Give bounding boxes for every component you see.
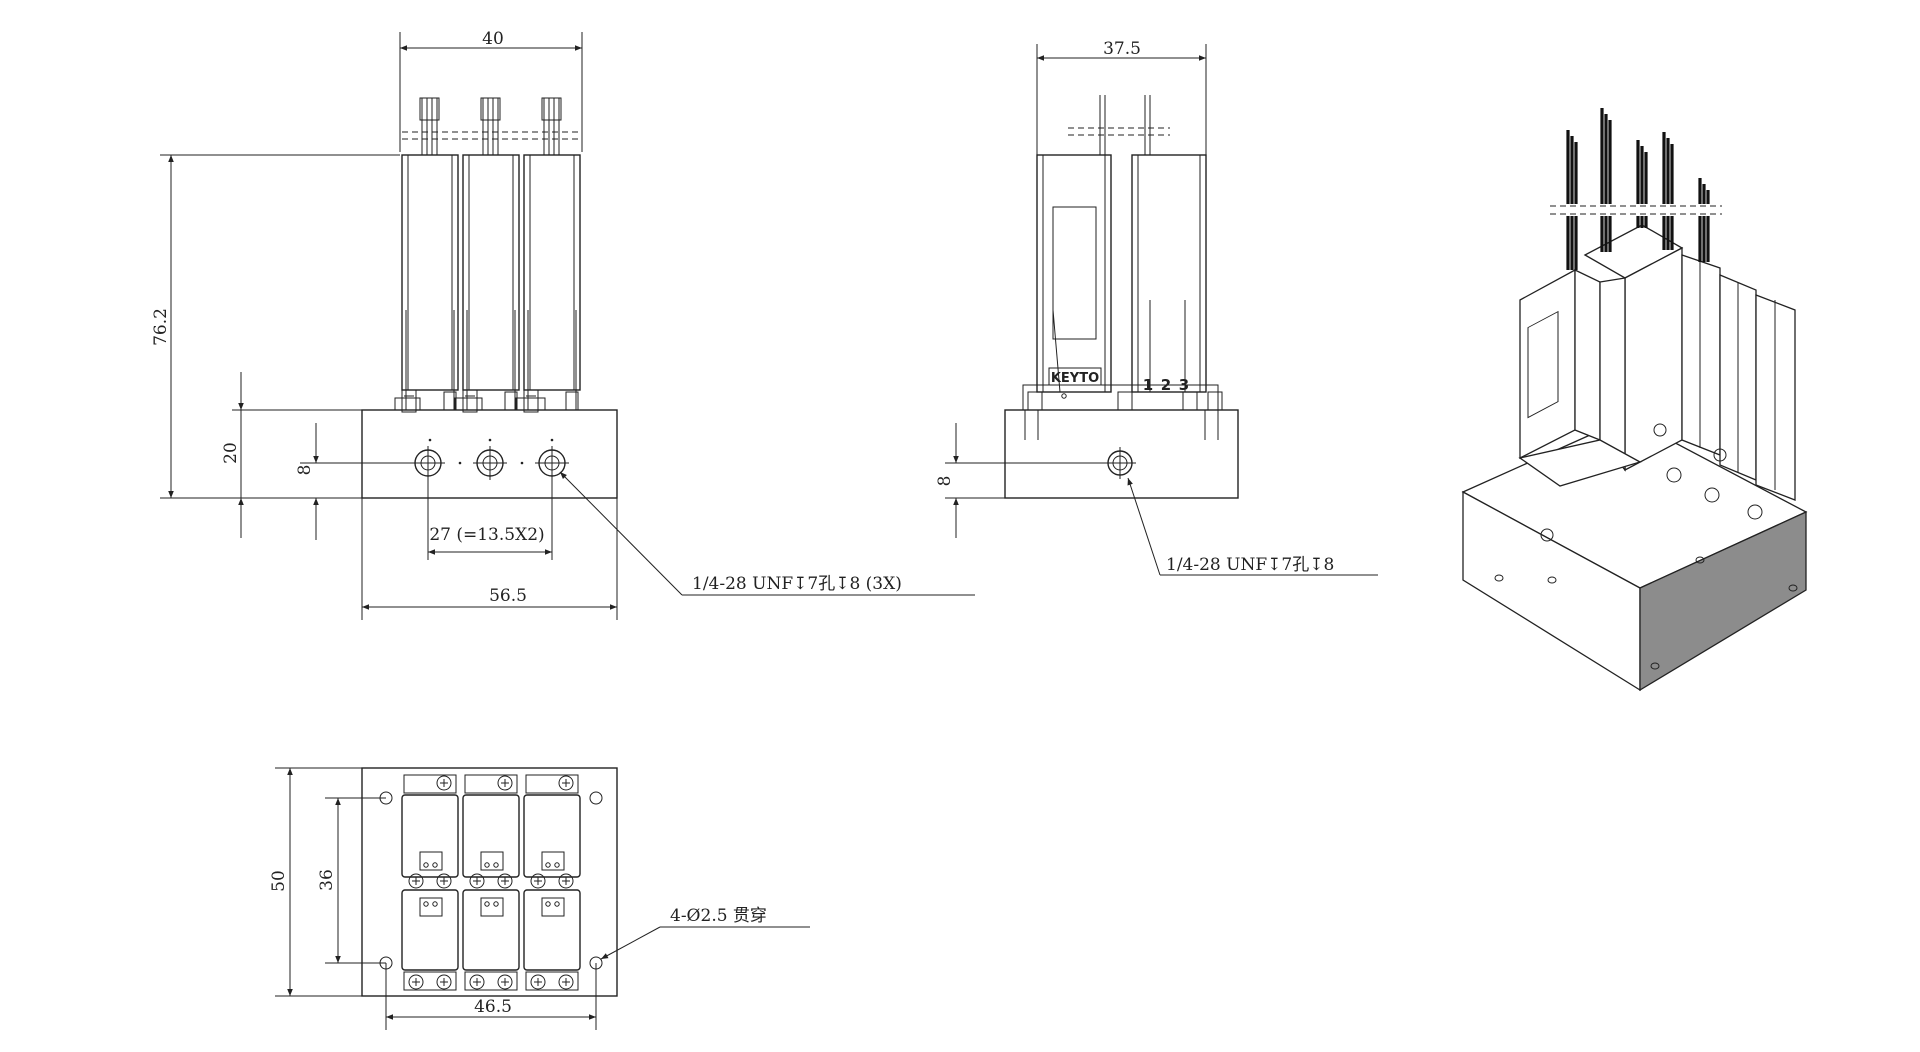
front-view: 40 76.2 20 8 27 (=13.5X2) 56.5 1/4-28 UN… [151, 29, 975, 620]
side-port-callout: 1/4-28 UNF↧7孔↧8 [1166, 555, 1334, 575]
top-valve-cell [401, 794, 459, 878]
top-valve-cell [523, 794, 581, 878]
front-valve-body [462, 154, 520, 391]
dim-front-width-40: 40 [482, 29, 504, 49]
dim-top-holes-36: 36 [317, 869, 337, 891]
front-valve-body [523, 154, 581, 391]
front-port-holes [411, 446, 569, 480]
top-valve-grid [401, 774, 581, 991]
dim-front-base-20: 20 [221, 442, 241, 464]
top-valve-cell [462, 889, 520, 971]
top-base-plate [361, 767, 618, 997]
top-view: 50 36 46.5 4-Ø2.5 贯穿 [269, 767, 810, 1030]
port-number-2: 2 [1161, 376, 1171, 394]
hole-callout: 4-Ø2.5 贯穿 [670, 906, 767, 926]
iso-base-shaded-face [1639, 510, 1807, 692]
top-valve-cell [523, 889, 581, 971]
dim-side-port-8: 8 [935, 476, 955, 487]
port-number-1: 1 [1143, 376, 1153, 394]
port-number-3: 3 [1179, 376, 1189, 394]
through-hole-tr [589, 791, 603, 805]
top-valve-cell [401, 889, 459, 971]
front-valve-body [401, 154, 459, 391]
front-port-callout: 1/4-28 UNF↧7孔↧8 (3X) [692, 574, 902, 594]
front-base-block [361, 409, 618, 499]
dim-front-height-76-2: 76.2 [151, 308, 171, 346]
brand-label: KEYTO [1051, 371, 1099, 386]
dim-front-port-spacing: 27 (=13.5X2) [429, 525, 544, 545]
dim-top-width-46-5: 46.5 [474, 997, 512, 1017]
side-view: KEYTO 1 2 3 37.5 8 1/4-28 UNF↧7孔↧8 [935, 39, 1378, 576]
dim-front-base-56-5: 56.5 [489, 586, 527, 606]
iso-wire-bundles [1550, 108, 1722, 270]
isometric-view [1461, 108, 1808, 692]
dim-front-port-8: 8 [295, 465, 315, 476]
front-valve-bodies [394, 97, 581, 465]
side-base-block [1004, 409, 1239, 499]
top-valve-cell [462, 794, 520, 878]
dim-top-height-50: 50 [269, 870, 289, 892]
dim-side-width-37-5: 37.5 [1103, 39, 1141, 59]
